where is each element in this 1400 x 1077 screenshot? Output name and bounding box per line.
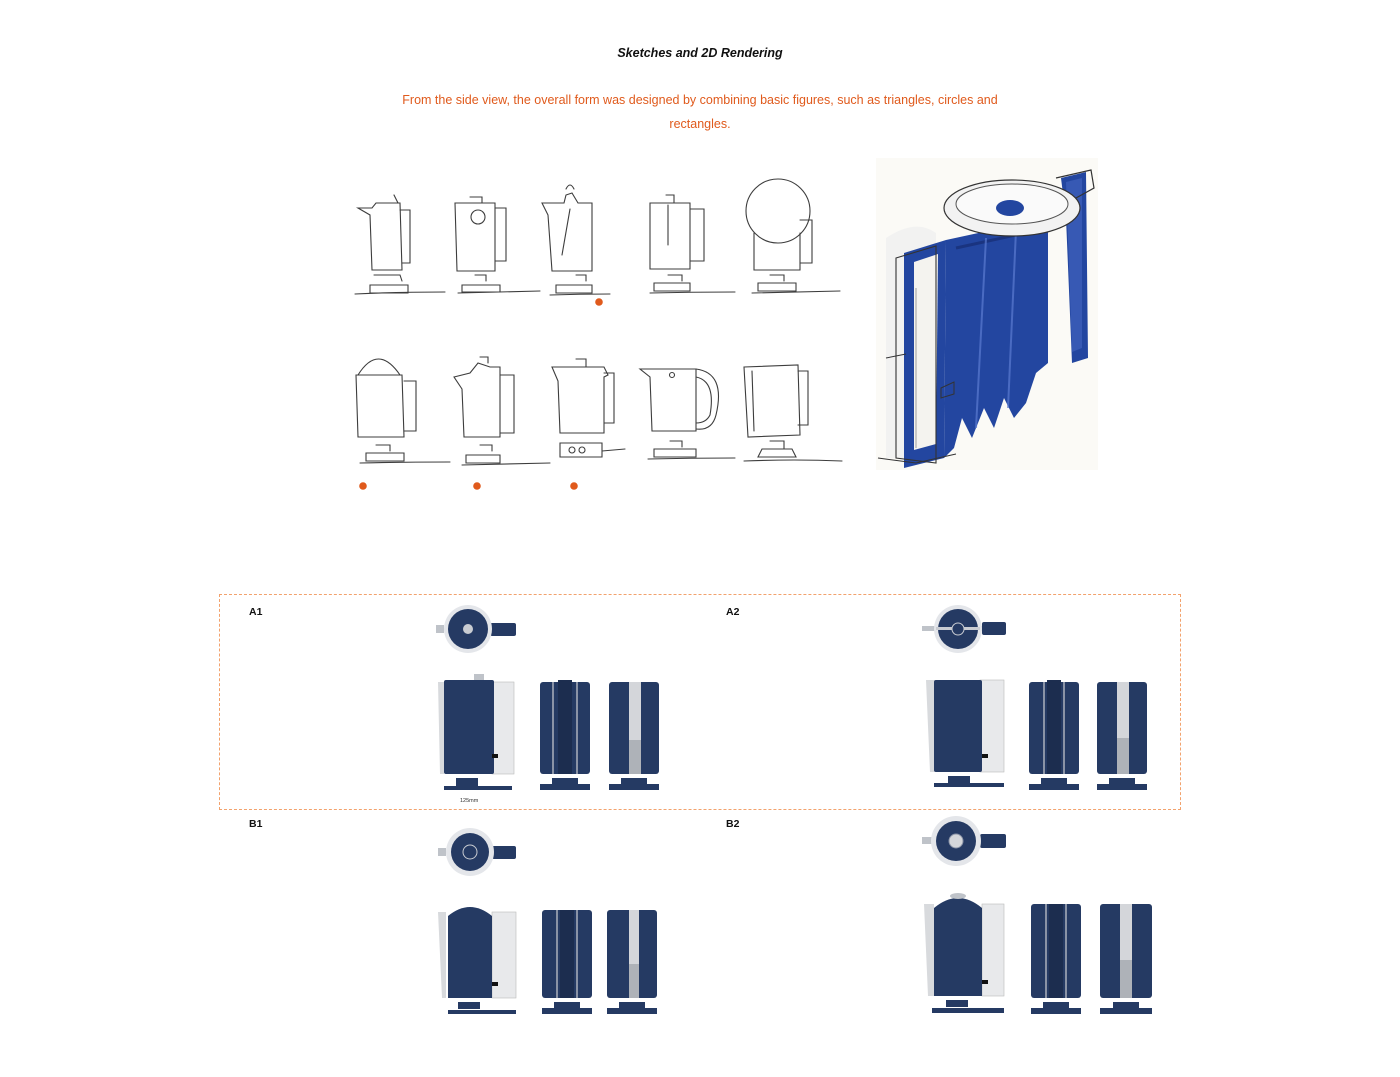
variant-b1-back-view <box>607 910 657 1014</box>
sketch-grid <box>354 178 843 466</box>
variant-b2-top-view <box>922 816 1006 866</box>
sketch-6 <box>355 358 451 464</box>
sketch-9 <box>638 368 736 460</box>
variant-label-b1: B1 <box>249 818 263 830</box>
variant-a2-top-view <box>922 605 1006 653</box>
variant-b2-back-view <box>1100 904 1152 1014</box>
selection-dot <box>473 482 481 490</box>
variant-a1-top-view <box>436 605 516 653</box>
variant-label-a2: A2 <box>726 606 740 618</box>
variant-a2-side-view <box>926 679 1005 787</box>
selection-dot <box>359 482 367 490</box>
dimension-label: 125mm <box>460 798 479 804</box>
variant-b2-side-view <box>924 893 1005 1013</box>
variant-b1-top-view <box>438 828 516 876</box>
marker-sketch <box>876 158 1098 470</box>
variant-b2-front-view <box>1031 904 1081 1014</box>
sketch-5 <box>745 178 841 294</box>
section-title: Sketches and 2D Rendering <box>617 46 783 60</box>
sketch-2 <box>454 196 541 294</box>
sketch-7 <box>453 356 551 466</box>
sketch-8 <box>551 358 626 458</box>
variant-label-b2: B2 <box>726 818 740 830</box>
variant-a1-side-view <box>438 674 515 790</box>
sketch-4 <box>649 194 736 294</box>
variant-a2-front-view <box>1029 680 1079 790</box>
selection-markers <box>359 298 603 490</box>
variant-b1-front-view <box>542 910 592 1014</box>
highlight-frame <box>219 594 1181 810</box>
variant-a1-back-view <box>609 682 659 790</box>
selection-dot <box>595 298 603 306</box>
variant-a2-back-view <box>1097 682 1147 790</box>
sketch-10 <box>743 364 843 462</box>
variant-b1-side-view <box>438 907 517 1014</box>
selection-dot <box>570 482 578 490</box>
variant-label-a1: A1 <box>249 606 263 618</box>
sketch-1 <box>354 194 446 295</box>
sketch-3 <box>541 184 611 296</box>
section-description: From the side view, the overall form was… <box>402 93 998 131</box>
variant-a1-front-view <box>540 680 590 790</box>
